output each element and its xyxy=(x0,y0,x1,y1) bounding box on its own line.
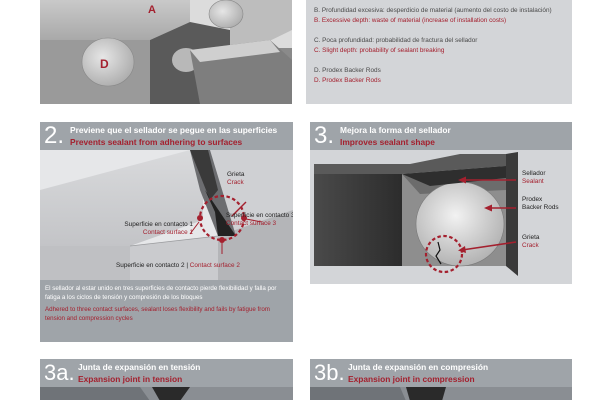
legend-d-es: D. Prodex Backer Rods xyxy=(314,67,381,74)
crack-label-3-en: Crack xyxy=(522,242,539,249)
surface-3-label: Superficie en contacto 3 Contact surface… xyxy=(226,212,293,228)
marker-a: A xyxy=(148,4,156,16)
surface-3-es: Superficie en contacto 3 xyxy=(226,212,293,219)
crack-label-3: Grieta Crack xyxy=(522,234,539,250)
surface-2-en: Contact surface 2 xyxy=(189,262,240,269)
surface-1-label: Superficie en contacto 1 Contact surface… xyxy=(78,221,193,237)
depth-legend: B. Profundidad excesiva: desperdicio de … xyxy=(306,0,572,104)
surface-2-label: Superficie en contacto 2 | Contact surfa… xyxy=(116,262,240,269)
section-3a-number: 3a. xyxy=(44,360,75,385)
section-3b-title-es: Junta de expansión en compresión xyxy=(348,362,489,372)
legend-b-en: B. Excessive depth: waste of material (i… xyxy=(314,17,507,24)
section-3b-title-en: Expansion joint in compression xyxy=(348,374,475,384)
sealant-shape-illustration: Sellador Sealant Prodex Backer Rods Grie… xyxy=(310,150,572,284)
section-2-title-en: Prevents sealant from adhering to surfac… xyxy=(70,137,243,147)
crack-label: Grieta Crack xyxy=(227,171,244,187)
surface-2-separator: | xyxy=(184,262,190,269)
legend-d-en: D. Prodex Backer Rods xyxy=(314,77,381,84)
tension-joint-diagram xyxy=(40,387,293,400)
legend-c-en: C. Slight depth: probability of sealant … xyxy=(314,47,445,54)
backer-rods-line-2: Backer Rods xyxy=(522,204,559,211)
surface-3-en: Contact surface 3 xyxy=(226,220,277,227)
crack-label-3-es: Grieta xyxy=(522,234,540,241)
surface-1-en: Contact surface 1 xyxy=(142,229,193,236)
crack-label-en: Crack xyxy=(227,179,244,186)
section-3a-title-es: Junta de expansión en tensión xyxy=(78,362,201,372)
section-3b-illustration xyxy=(310,387,572,400)
backer-rods-label: Prodex Backer Rods xyxy=(522,196,559,212)
legend-b-es: B. Profundidad excesiva: desperdicio de … xyxy=(314,7,552,14)
sealant-label-es: Sellador xyxy=(522,170,546,177)
section-3b-number: 3b. xyxy=(314,360,345,385)
section-3a-illustration xyxy=(40,387,293,400)
surface-1-es: Superficie en contacto 1 xyxy=(124,221,193,228)
section-2-title-es: Previene que el sellador se pegue en las… xyxy=(70,125,278,135)
section-3-title-es: Mejora la forma del sellador xyxy=(340,125,451,135)
crack-label-es: Grieta xyxy=(227,171,245,178)
legend-c-es: C. Poca profundidad: probabilidad de fra… xyxy=(314,37,478,44)
three-surface-illustration: Grieta Crack Superficie en contacto 1 Co… xyxy=(40,150,293,280)
compression-joint-diagram xyxy=(310,387,572,400)
section-3-number: 3. xyxy=(314,122,335,149)
section-3-title-en: Improves sealant shape xyxy=(340,137,435,147)
surface-2-es: Superficie en contacto 2 xyxy=(116,262,185,269)
depth-illustration: A D xyxy=(40,0,292,104)
section-2-body-en: Adhered to three contact surfaces, seala… xyxy=(45,306,270,322)
marker-d: D xyxy=(100,57,109,71)
section-2-description: El sellador al estar unido en tres super… xyxy=(40,280,293,342)
sealant-shape-diagram xyxy=(310,150,572,284)
sealant-label: Sellador Sealant xyxy=(522,170,545,186)
section-2-number: 2. xyxy=(44,122,65,149)
section-3b-header: 3b. Junta de expansión en compresión Exp… xyxy=(310,359,572,387)
joint-diagram xyxy=(40,150,293,280)
section-3a-title-en: Expansion joint in tension xyxy=(78,374,183,384)
section-2-body-es: El sellador al estar unido en tres super… xyxy=(45,285,277,301)
depth-diagram: A D xyxy=(40,0,292,104)
section-3-header: 3. Mejora la forma del sellador Improves… xyxy=(310,122,572,150)
section-3a-header: 3a. Junta de expansión en tensión Expans… xyxy=(40,359,293,387)
backer-rods-line-1: Prodex xyxy=(522,196,543,203)
sealant-label-en: Sealant xyxy=(522,178,544,185)
section-2-header: 2. Previene que el sellador se pegue en … xyxy=(40,122,293,150)
